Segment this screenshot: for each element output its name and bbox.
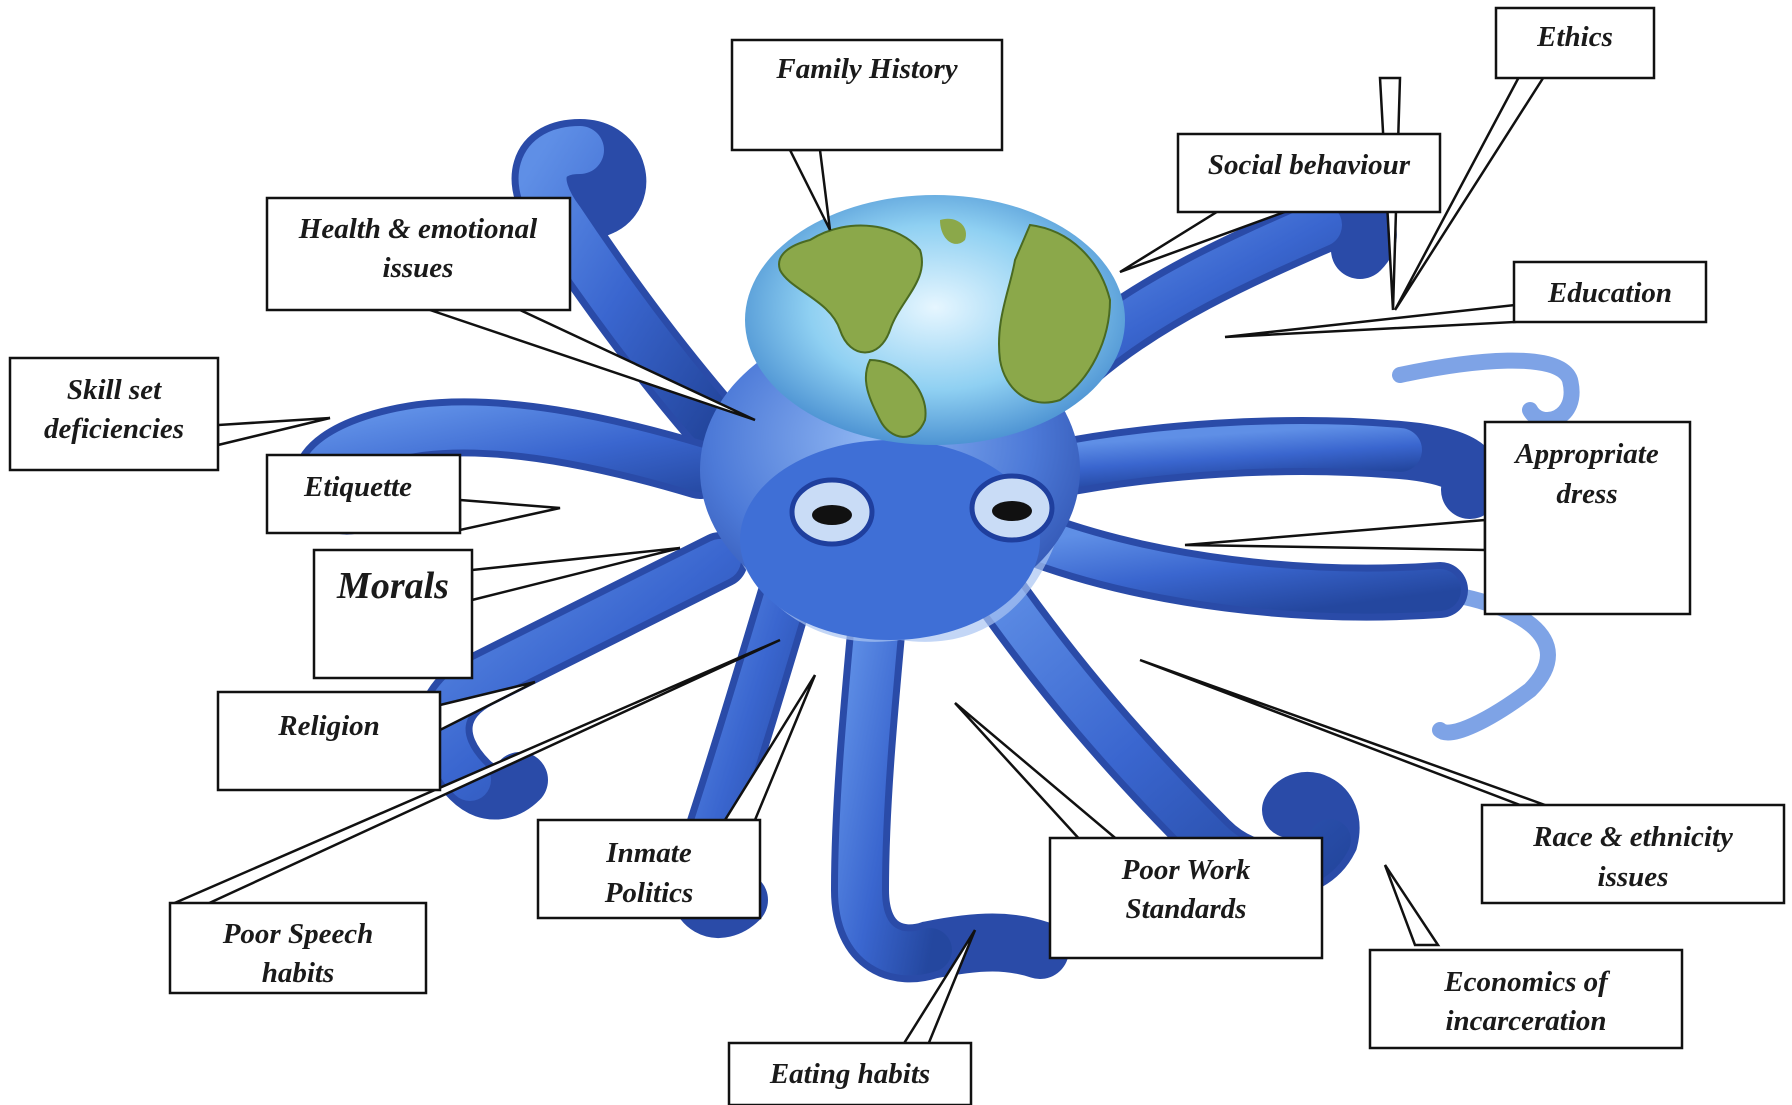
tentacle-thin-right-top <box>1400 361 1572 420</box>
label-race-ethnicity-line1: Race & ethnicity <box>1532 821 1733 853</box>
label-economics-line2: incarceration <box>1445 1005 1606 1037</box>
label-health-emotional-line1: Health & emotional <box>298 213 538 245</box>
label-health-emotional-line2: issues <box>383 252 454 284</box>
label-economics-line1: Economics of <box>1443 966 1611 998</box>
label-family-history: Family History <box>775 53 957 85</box>
globe-head <box>745 195 1125 445</box>
label-poor-work-line1: Poor Work <box>1121 854 1251 886</box>
label-morals: Morals <box>336 565 449 607</box>
label-etiquette: Etiquette <box>303 471 412 503</box>
label-inmate-politics-line2: Politics <box>604 877 694 909</box>
label-ethics: Ethics <box>1536 21 1613 53</box>
label-skill-set-line2: deficiencies <box>44 413 184 445</box>
label-religion: Religion <box>277 710 380 742</box>
label-poor-speech-line1: Poor Speech <box>222 918 374 950</box>
label-eating-habits: Eating habits <box>769 1058 930 1090</box>
label-inmate-politics-line1: Inmate <box>605 837 692 869</box>
label-race-ethnicity-line2: issues <box>1598 861 1669 893</box>
label-skill-set-line1: Skill set <box>67 374 162 406</box>
label-appropriate-dress-line2: dress <box>1556 478 1617 510</box>
label-poor-speech-line2: habits <box>262 957 335 989</box>
label-poor-work-line2: Standards <box>1126 893 1247 925</box>
label-education: Education <box>1547 277 1672 309</box>
label-appropriate-dress-line1: Appropriate <box>1513 438 1659 470</box>
label-social-behaviour: Social behaviour <box>1208 149 1411 181</box>
